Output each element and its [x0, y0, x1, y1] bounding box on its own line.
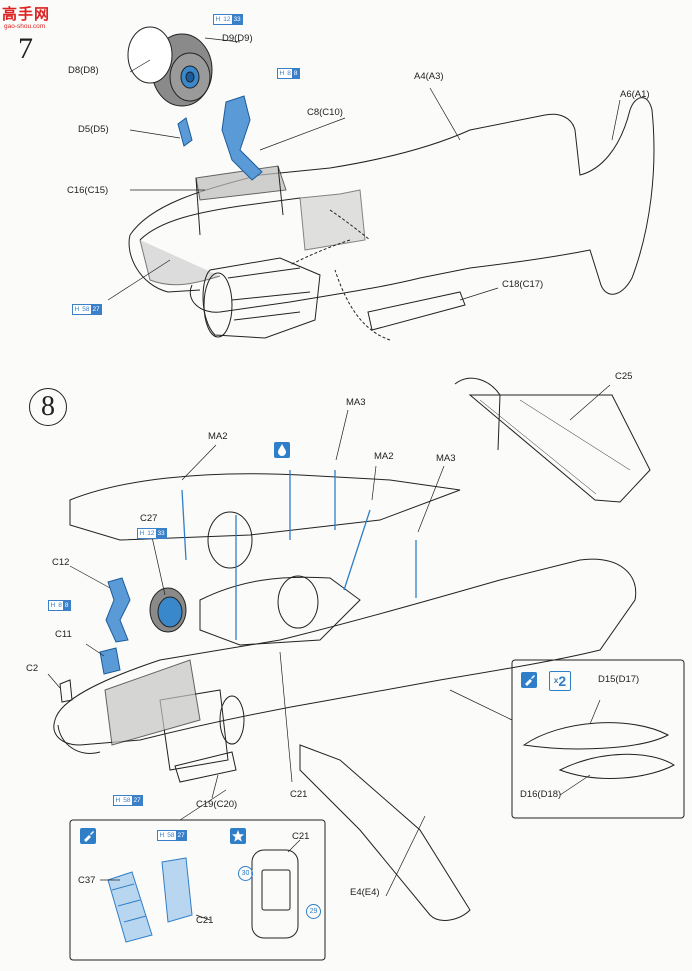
label-c8: C8(C10) [307, 107, 343, 118]
label-c25: C25 [615, 371, 633, 382]
label-ma3-top: MA3 [346, 397, 366, 408]
watermark-text: 高手网 [2, 5, 51, 23]
label-e4: E4(E4) [350, 887, 380, 898]
step8-drawing [47, 377, 651, 921]
step-8-number: 8 [29, 388, 67, 426]
watermark-logo: 高手网 gao-shou.com [2, 2, 51, 31]
paint-brush-icon [521, 672, 537, 688]
label-c18: C18(C17) [502, 279, 544, 290]
label-ma2-mid: MA2 [374, 451, 394, 462]
watermark-site: gao-shou.com [4, 23, 46, 30]
label-c21-inset: C21 [196, 915, 214, 926]
inset-bottom [69, 789, 326, 961]
label-a4: A4(A3) [414, 71, 444, 82]
label-c19: C19(C20) [196, 799, 238, 810]
label-c21-inset-decal: C21 [292, 831, 310, 842]
label-d16: D16(D18) [520, 789, 562, 800]
paint-brush-icon-inset [80, 828, 96, 844]
decal-callout-30: 30 [238, 866, 253, 881]
quantity-x2-badge: x2 [549, 671, 571, 691]
step7-drawing [107, 26, 655, 341]
label-ma3-right: MA3 [436, 453, 456, 464]
decal-star-icon [230, 828, 246, 844]
label-c11: C11 [55, 629, 72, 640]
label-c27: C27 [140, 513, 158, 524]
label-d5: D5(D5) [78, 124, 109, 135]
decal-callout-29: 29 [306, 904, 321, 919]
inset-right [449, 659, 685, 819]
label-d8: D8(D8) [68, 65, 99, 76]
label-c37: C37 [78, 875, 96, 886]
label-a6: A6(A1) [620, 89, 650, 100]
label-c12: C12 [52, 557, 70, 568]
label-c2: C2 [26, 663, 39, 674]
label-c21-main: C21 [290, 789, 308, 800]
cement-icon [274, 442, 290, 458]
label-ma2-left: MA2 [208, 431, 228, 442]
label-c16: C16(C15) [67, 185, 109, 196]
label-d15: D15(D17) [598, 674, 640, 685]
label-d9: D9(D9) [222, 33, 253, 44]
step-7-number: 7 [18, 32, 33, 65]
